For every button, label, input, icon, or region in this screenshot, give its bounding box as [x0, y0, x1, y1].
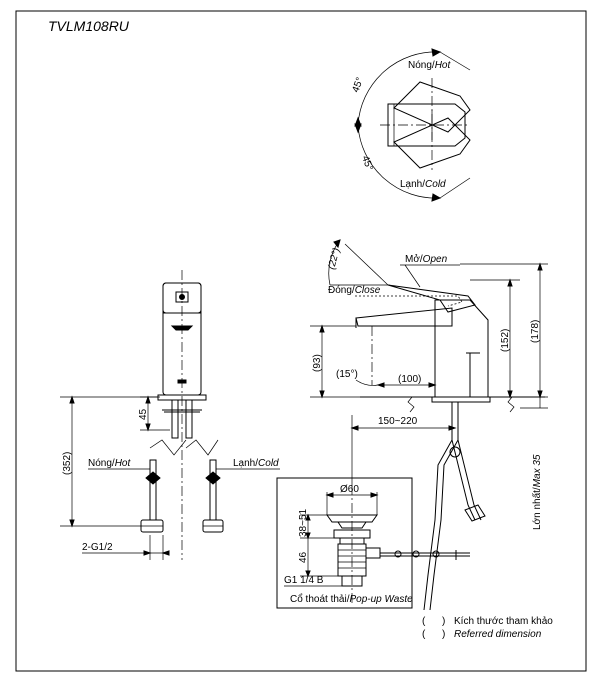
popup-dim-46-label: 46 [298, 551, 309, 563]
max-35-label: Lớn nhất/Max 35 [531, 454, 543, 530]
angle-22-label: (22°) [326, 247, 342, 271]
angle-bottom-label: 45° [359, 154, 375, 172]
side-view: (22°) Mở/Open Đóng/Close (93) (15°) (100… [310, 239, 548, 611]
dim-178-label: (178) [530, 320, 541, 343]
angle-top-label: 45° [350, 76, 366, 94]
model-title: TVLM108RU [48, 18, 130, 34]
dim-100-label: (100) [398, 374, 421, 385]
legend-paren-2: ( ) [422, 629, 445, 640]
legend-paren-1: ( ) [422, 616, 445, 627]
top-hot-label: Nóng/Hot [408, 60, 451, 71]
front-hot-label: Nóng/Hot [88, 458, 131, 469]
open-label: Mở/Open [405, 253, 448, 265]
popup-dia-label: Ø60 [340, 484, 359, 495]
close-label: Đóng/Close [328, 285, 381, 296]
dim-352-label: (352) [62, 452, 73, 475]
front-thread-label: 2-G1/2 [82, 542, 113, 553]
legend: ( ) Kích thước tham khảo ( ) Referred di… [422, 616, 553, 640]
front-cold-label: Lạnh/Cold [233, 458, 279, 469]
front-view: Nóng/Hot Lạnh/Cold 45 (352) 2-G1/2 [60, 270, 280, 560]
top-cold-label: Lạnh/Cold [400, 179, 446, 190]
dim-152-label: (152) [500, 329, 511, 352]
dim-150-220-label: 150~220 [378, 416, 418, 427]
dim-45-label: 45 [138, 408, 149, 420]
top-view: 45° 45° Nóng/Hot Lạnh/Cold [350, 48, 471, 202]
popup-waste-frame [276, 477, 413, 609]
popup-dim-38-51-label: 38~51 [298, 508, 309, 537]
angle-15-label: (15°) [336, 369, 358, 380]
popup-waste-caption: Cổ thoát thải/Pop-up Waste [290, 593, 413, 605]
popup-thread-label: G1 1/4 B [284, 575, 324, 586]
dim-93-label: (93) [312, 354, 323, 372]
legend-text-en: Referred dimension [454, 629, 542, 640]
sheet-border [15, 10, 587, 672]
popup-waste-detail: Ø60 38~51 46 G1 1/4 [276, 477, 470, 609]
legend-text-vi: Kích thước tham khảo [454, 616, 553, 627]
